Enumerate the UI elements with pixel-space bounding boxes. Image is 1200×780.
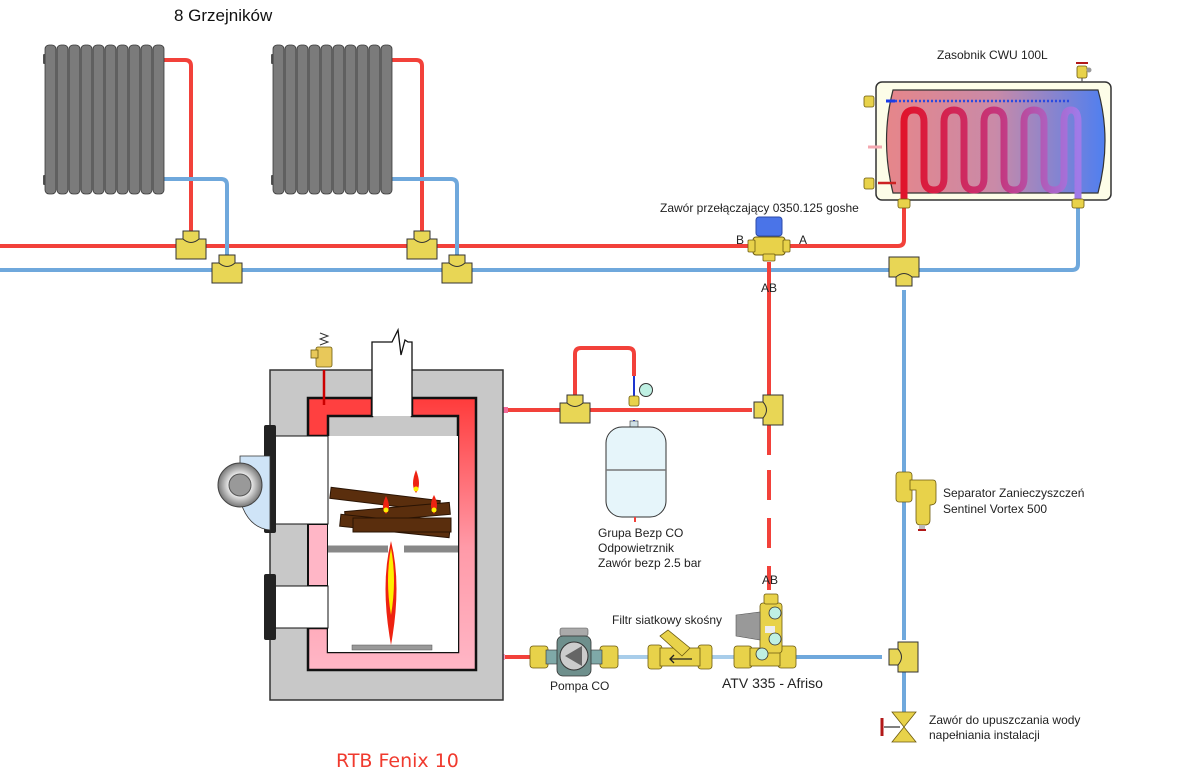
radiator-2[interactable] xyxy=(271,44,393,195)
radiator-section xyxy=(152,44,165,195)
boiler-safety-valve-icon xyxy=(310,332,333,405)
expansion-vessel[interactable] xyxy=(605,376,667,522)
separator-label-1: Separator Zanieczyszczeń xyxy=(943,486,1085,500)
port-b-label: B xyxy=(736,233,745,247)
blower-fan-icon xyxy=(217,455,271,531)
radiator-section xyxy=(356,44,369,195)
hot-water-tank[interactable] xyxy=(863,62,1112,209)
radiator-section xyxy=(344,44,357,195)
radiator-section xyxy=(140,44,153,195)
return-main-pipe xyxy=(0,205,1080,272)
y-strainer-filter[interactable] xyxy=(647,629,713,670)
tee-fitting xyxy=(406,230,438,260)
radiator-section xyxy=(320,44,333,195)
safety-group-label-2: Odpowietrznik xyxy=(598,541,675,555)
tank-heat-coil xyxy=(900,106,1082,200)
circulation-pump[interactable] xyxy=(529,627,619,677)
supply-main-pipe xyxy=(0,205,906,248)
radiator-section xyxy=(380,44,393,195)
port-ab-bottom-label: AB xyxy=(762,573,779,587)
drain-valve[interactable] xyxy=(880,711,917,743)
thermostatic-valve-atv[interactable] xyxy=(733,593,797,669)
pump-label: Pompa CO xyxy=(550,679,610,693)
diagram-title: 8 Grzejników xyxy=(174,6,273,25)
flame-icon xyxy=(383,470,437,645)
diverter-valve-label: Zawór przełączający 0350.125 goshe xyxy=(660,201,859,215)
radiator-section xyxy=(44,44,57,195)
radiator-section xyxy=(56,44,69,195)
tee-fitting xyxy=(888,641,919,673)
radiator-section xyxy=(308,44,321,195)
tee-fitting xyxy=(753,394,784,426)
radiator-section xyxy=(128,44,141,195)
atv-label: ATV 335 - Afriso xyxy=(722,675,823,691)
radiator-section xyxy=(104,44,117,195)
boiler[interactable] xyxy=(217,327,504,701)
radiator-section xyxy=(368,44,381,195)
boiler-label: RTB Fenix 10 xyxy=(336,750,459,772)
radiator-section xyxy=(80,44,93,195)
radiator-2-pipes xyxy=(388,58,459,258)
drain-valve-label-1: Zawór do upuszczania wody xyxy=(929,713,1081,727)
tee-fitting xyxy=(211,254,243,284)
radiator-section xyxy=(92,44,105,195)
tee-fitting xyxy=(441,254,473,284)
filter-label: Filtr siatkowy skośny xyxy=(612,613,723,627)
radiator-section xyxy=(296,44,309,195)
radiator-section xyxy=(332,44,345,195)
tank-label: Zasobnik CWU 100L xyxy=(937,48,1048,62)
diverter-valve[interactable] xyxy=(747,216,791,262)
tank-air-vent-icon xyxy=(1076,62,1092,79)
safety-group-label-1: Grupa Bezp CO xyxy=(598,526,684,540)
radiator-section xyxy=(284,44,297,195)
radiator-1[interactable] xyxy=(43,44,165,195)
dirt-separator[interactable] xyxy=(895,471,937,531)
tee-fitting xyxy=(559,394,591,424)
separator-label-2: Sentinel Vortex 500 xyxy=(943,502,1048,516)
radiator-section xyxy=(68,44,81,195)
radiator-section xyxy=(272,44,285,195)
safety-group-label-3: Zawór bezp 2.5 bar xyxy=(598,556,702,570)
radiator-1-pipes xyxy=(160,58,229,258)
port-a-label: A xyxy=(799,233,808,247)
tee-fitting xyxy=(175,230,207,260)
tee-fitting xyxy=(888,256,920,287)
drain-valve-label-2: napełniania instalacji xyxy=(929,728,1040,742)
boiler-supply-pipe xyxy=(470,346,752,413)
port-ab-top-label: AB xyxy=(761,281,778,295)
tee-fittings xyxy=(175,230,920,673)
radiator-section xyxy=(116,44,129,195)
